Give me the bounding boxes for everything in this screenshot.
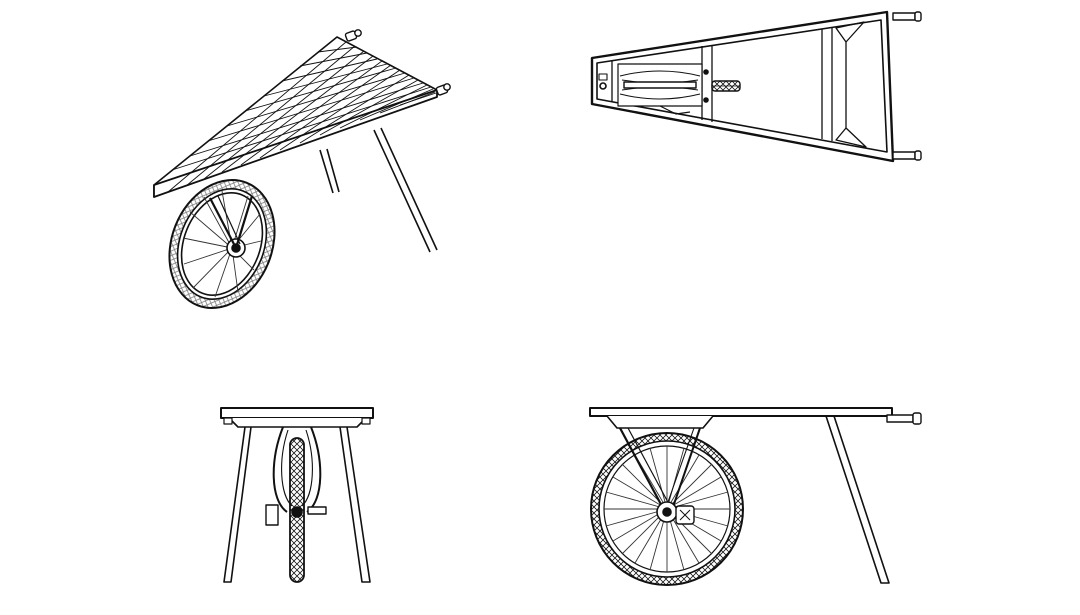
top-view <box>590 10 922 163</box>
iso-hitch-pins <box>344 29 451 96</box>
iso-legs <box>319 127 438 253</box>
side-leg <box>825 415 890 584</box>
iso-wheel <box>168 179 276 309</box>
isometric-view <box>153 29 451 309</box>
side-view <box>589 407 922 586</box>
front-view <box>220 407 374 583</box>
top-wheel <box>598 63 741 115</box>
front-wheel <box>265 426 327 583</box>
iso-grid <box>167 41 437 193</box>
front-legs <box>223 426 371 583</box>
side-wheel <box>590 427 744 586</box>
side-hitch <box>886 412 922 425</box>
top-hitch-pins <box>892 11 922 161</box>
top-inner-frame <box>611 21 867 148</box>
